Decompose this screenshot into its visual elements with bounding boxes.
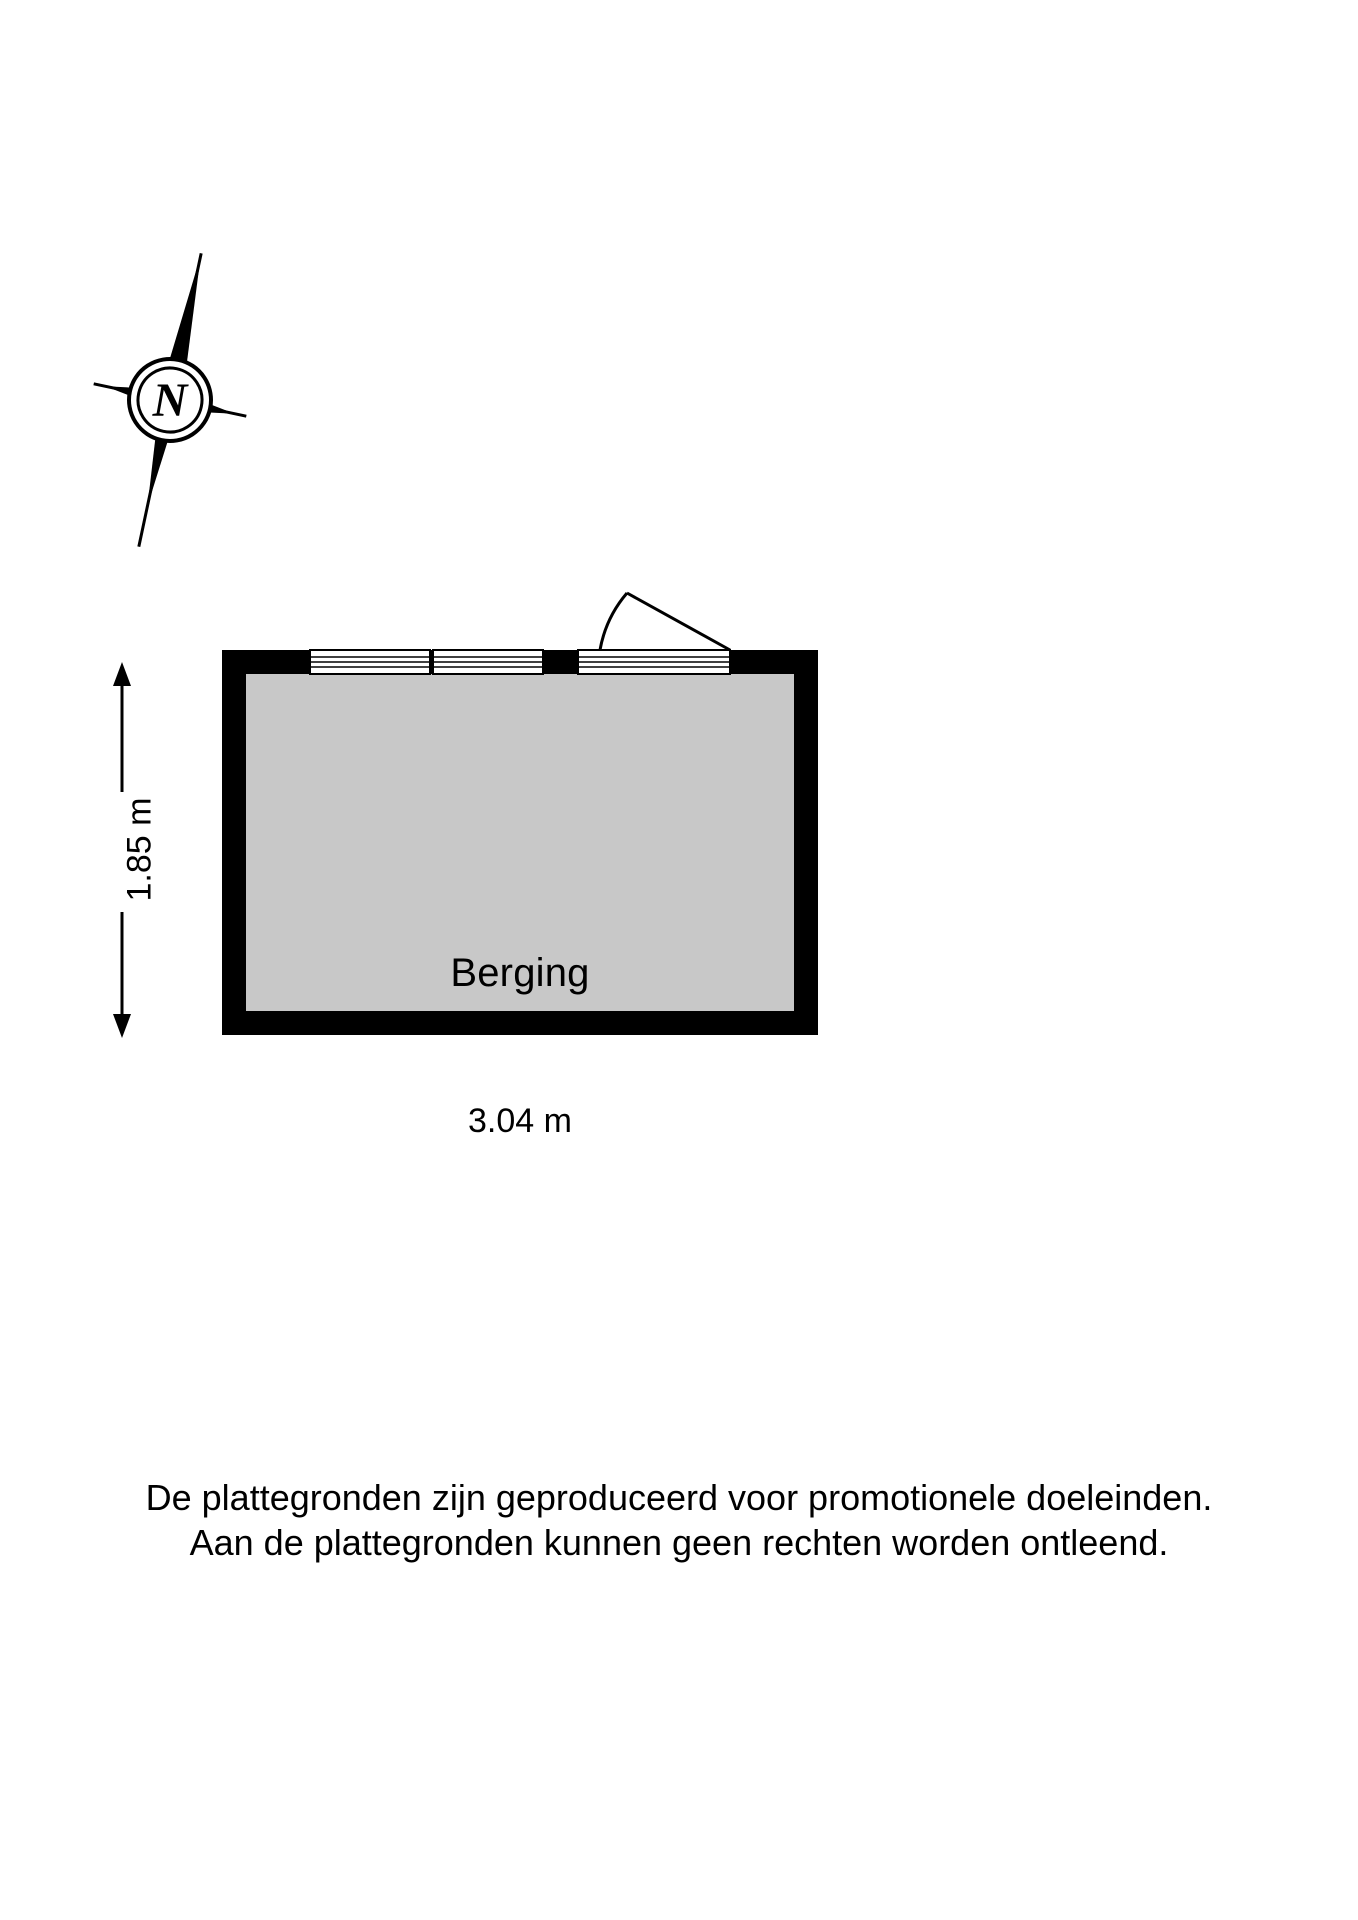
room-floor-fill: [246, 674, 794, 1011]
wall-pier: [543, 650, 575, 674]
dimension-width-label: 3.04 m: [230, 1102, 810, 1141]
window-3: [577, 649, 731, 675]
door-swing: [598, 591, 731, 652]
room-label-berging: Berging: [450, 951, 590, 995]
window-1: [309, 649, 431, 675]
floor-plan-drawing: [0, 560, 1358, 1180]
disclaimer-line-2: Aan de plattegronden kunnen geen rechten…: [189, 1522, 1169, 1564]
room-walls: [222, 650, 818, 1035]
dimension-height-label: 1.85 m: [120, 797, 159, 902]
compass-north-label: N: [152, 374, 190, 427]
compass-rose: N: [70, 240, 270, 560]
dimension-height: 1.85 m: [96, 660, 186, 1040]
disclaimer-text: De plattegronden zijn geproduceerd voor …: [0, 1475, 1358, 1566]
window-2: [432, 649, 544, 675]
dimension-width: 3.04 m: [230, 1090, 810, 1160]
disclaimer-line-1: De plattegronden zijn geproduceerd voor …: [145, 1477, 1213, 1518]
